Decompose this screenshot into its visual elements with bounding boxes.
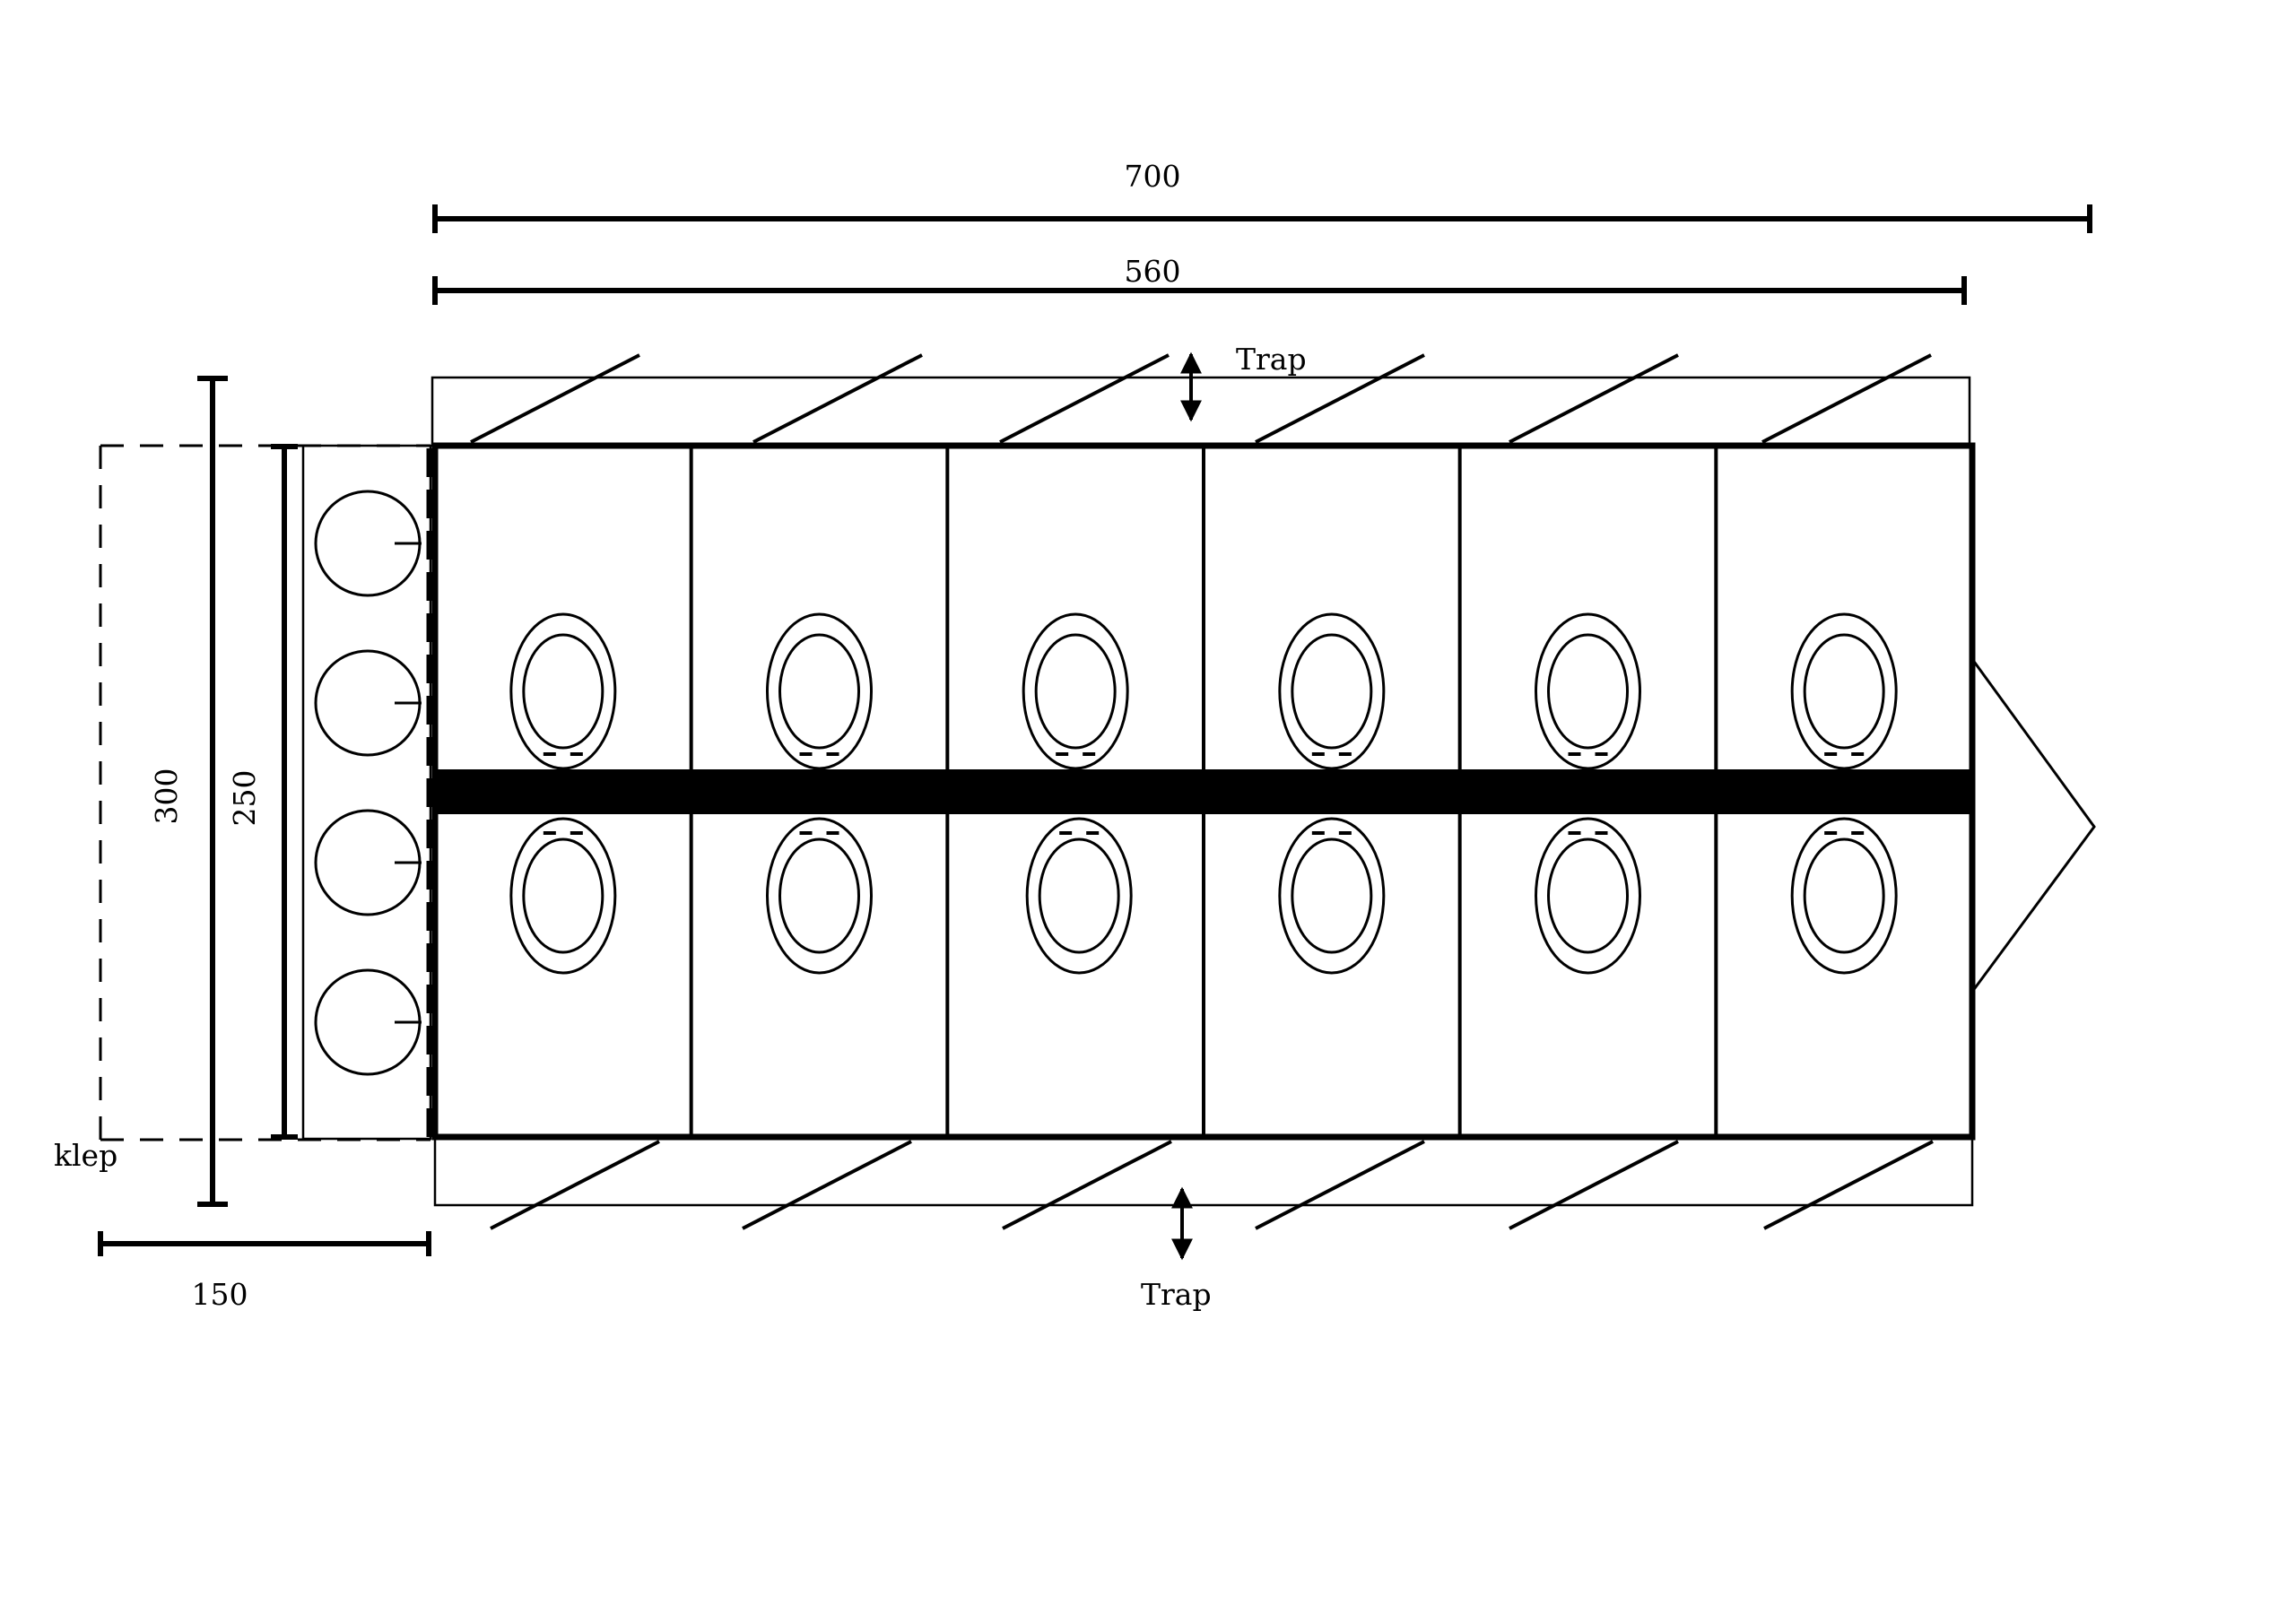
cabin-partitions	[689, 446, 1718, 1137]
door-leaf-line	[1509, 1140, 1679, 1230]
toilet-icon	[1022, 612, 1129, 770]
toilet-bowl	[1803, 633, 1885, 750]
dimension-label-300: 300	[149, 768, 184, 825]
toilet-bowl	[1547, 633, 1629, 750]
toilet-icon	[1278, 817, 1386, 975]
door-leaf-line	[1763, 1140, 1934, 1230]
door-leaf-line	[1002, 1140, 1172, 1230]
toilet-bowl	[522, 838, 604, 954]
toilet-icon	[1278, 612, 1386, 770]
toilet-icon	[509, 817, 617, 975]
trailer-body	[431, 442, 1976, 1141]
tow-hitch	[1970, 658, 2096, 993]
side-door-top: Trap	[430, 342, 1971, 447]
toilet-rim	[1025, 817, 1133, 975]
toilet-group	[509, 612, 1898, 975]
door-leaf-line	[490, 1140, 660, 1230]
dimension-total-length: 700	[432, 159, 2092, 233]
hatch-lines-top	[470, 353, 1932, 444]
dimension-label-700: 700	[1125, 159, 1181, 194]
toilet-rim	[1790, 817, 1898, 975]
door-leaf-line	[470, 353, 640, 444]
toilet-rim	[509, 817, 617, 975]
toilet-bowl	[1291, 838, 1373, 954]
urinal-icon	[314, 490, 422, 597]
dimension-total-width: 300	[149, 376, 228, 1207]
door-leaf-line	[752, 353, 923, 444]
toilet-bowl	[522, 633, 604, 750]
urinal-icon	[314, 809, 422, 916]
hatch-lines-bottom	[490, 1140, 1934, 1230]
door-leaf-line	[999, 353, 1170, 444]
urinal-compartment	[301, 444, 432, 1141]
toilet-bowl	[778, 633, 860, 750]
urinal-group	[314, 490, 422, 1076]
dimension-flap-depth: 150	[98, 1231, 431, 1312]
dimension-body-length: 560	[432, 254, 1967, 305]
toilet-rim	[509, 612, 617, 770]
toilet-bowl	[1034, 633, 1117, 750]
door-leaf-line	[1509, 353, 1679, 444]
toilet-bowl	[1803, 838, 1885, 954]
toilet-rim	[1278, 817, 1386, 975]
flap-label: klep	[54, 1138, 117, 1173]
toilet-icon	[509, 612, 617, 770]
toilet-rim	[1790, 612, 1898, 770]
dimension-label-150: 150	[192, 1277, 248, 1312]
urinal-icon	[314, 649, 422, 757]
trap-label-bottom: Trap	[1141, 1277, 1212, 1312]
toilet-rim	[1278, 612, 1386, 770]
door-leaf-line	[742, 1140, 912, 1230]
toilet-icon	[766, 817, 873, 975]
toilet-icon	[1025, 817, 1133, 975]
door-leaf-line	[1761, 353, 1932, 444]
toilet-icon	[766, 612, 873, 770]
dimension-body-width: 250	[227, 444, 298, 1140]
toilet-icon	[1535, 612, 1641, 770]
toilet-icon	[1790, 817, 1898, 975]
door-leaf-line	[1255, 1140, 1425, 1230]
toilet-rim	[766, 612, 873, 770]
toilet-rim	[766, 817, 873, 975]
trap-label-top: Trap	[1236, 342, 1307, 377]
toilet-icon	[1535, 817, 1641, 975]
toilet-bowl	[1038, 838, 1120, 954]
dimension-label-250: 250	[227, 770, 262, 827]
toilet-bowl	[1291, 633, 1373, 750]
toilet-icon	[1790, 612, 1898, 770]
door-leaf-line	[1255, 353, 1425, 444]
toilet-rim	[1535, 817, 1641, 975]
side-door-bottom: Trap	[433, 1135, 1974, 1312]
toilet-bowl	[778, 838, 860, 954]
toilet-rim	[1022, 612, 1129, 770]
toilet-rim	[1535, 612, 1641, 770]
urinal-icon	[314, 968, 422, 1076]
dimension-label-560: 560	[1125, 254, 1181, 289]
toilet-bowl	[1547, 838, 1629, 954]
